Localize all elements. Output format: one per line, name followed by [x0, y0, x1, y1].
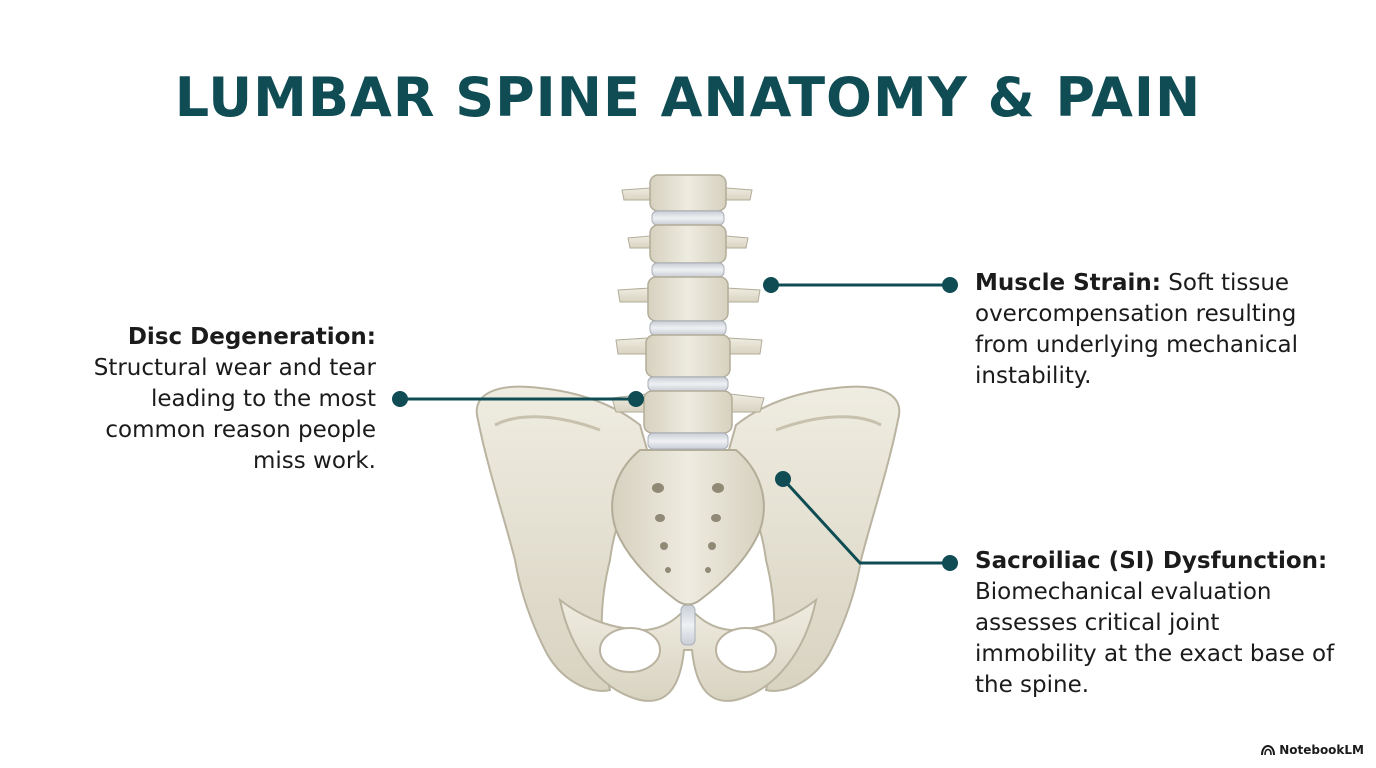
callout-disc-degeneration: Disc Degeneration: Structural wear and t…	[76, 322, 376, 477]
vertebra-l4	[615, 334, 763, 378]
callout-muscle-body: Soft tissue overcompensation resulting f…	[975, 270, 1299, 389]
vertebra-l3	[617, 276, 761, 322]
leader-disc-end-dot	[628, 391, 644, 407]
notebooklm-badge: NotebookLM	[1261, 743, 1364, 757]
vertebra-l1	[621, 174, 753, 212]
callout-si-dysfunction: Sacroiliac (SI) Dysfunction: Biomechanic…	[975, 546, 1345, 701]
disc-l1-l2	[651, 210, 725, 226]
leader-si-start-dot	[775, 471, 791, 487]
disc-l3-l4	[649, 320, 727, 336]
callout-muscle-strain: Muscle Strain: Soft tissue overcompensat…	[975, 268, 1345, 392]
sacrum	[611, 449, 765, 606]
disc-l4-l5	[647, 376, 729, 392]
leader-muscle-start-dot	[763, 277, 779, 293]
page-title: LUMBAR SPINE ANATOMY & PAIN	[174, 66, 1202, 129]
leader-disc	[392, 391, 644, 407]
leader-disc-start-dot	[392, 391, 408, 407]
callout-disc-heading: Disc Degeneration:	[127, 324, 376, 350]
leader-muscle-end-dot	[942, 277, 958, 293]
leader-si	[775, 471, 958, 571]
lumbar-vertebrae	[611, 174, 765, 450]
disc-l5-s1	[647, 432, 729, 450]
vertebra-l2	[627, 224, 749, 264]
right-ilium	[724, 385, 901, 692]
callout-muscle-heading: Muscle Strain:	[975, 270, 1161, 296]
callout-si-body: Biomechanical evaluation assesses critic…	[975, 579, 1335, 698]
pubic-region	[558, 597, 818, 702]
leader-si-end-dot	[942, 555, 958, 571]
left-ilium	[475, 385, 652, 692]
leader-muscle	[763, 277, 958, 293]
brand-label: NotebookLM	[1279, 743, 1364, 757]
notebooklm-logo-icon	[1261, 744, 1276, 755]
callout-disc-body: Structural wear and tear leading to the …	[93, 355, 376, 474]
disc-l2-l3	[651, 262, 725, 278]
callout-si-heading: Sacroiliac (SI) Dysfunction:	[975, 548, 1328, 574]
